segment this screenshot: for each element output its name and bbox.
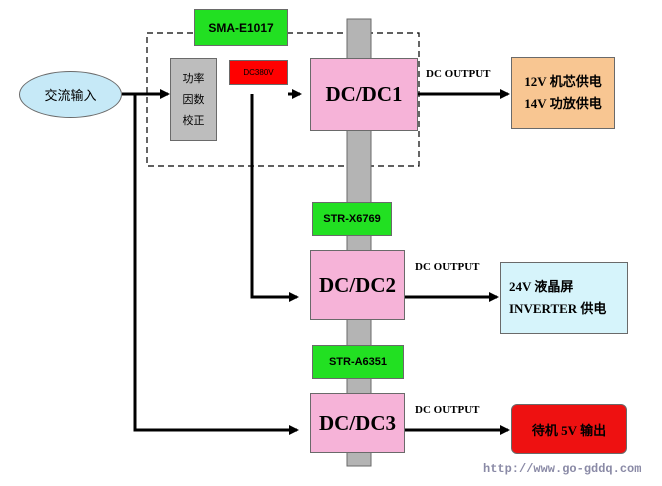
dc-dc3-label: DC/DC3 xyxy=(319,410,396,435)
wire-dc380-dc2 xyxy=(250,94,299,302)
output-standby-label: 待机 5V 输出 xyxy=(531,422,607,438)
output-12v-14v: 12V 机芯供电 14V 功放供电 xyxy=(511,57,615,129)
sma-chip-label: SMA-E1017 xyxy=(194,9,288,46)
output-24v-inverter: 24V 液晶屏 INVERTER 供电 xyxy=(500,262,628,334)
dc-output-label-1: DC OUTPUT xyxy=(426,68,491,80)
pfc-line-2: 因数 xyxy=(182,93,205,106)
output-standby-5v: 待机 5V 输出 xyxy=(511,404,627,454)
sma-chip-text: SMA-E1017 xyxy=(208,20,274,35)
ac-input-label: 交流输入 xyxy=(44,89,97,104)
ac-input-node: 交流输入 xyxy=(19,71,122,118)
str-a6351-label: STR-A6351 xyxy=(328,356,388,368)
output-14v-line: 14V 功放供电 xyxy=(524,96,602,111)
output-24v-line: 24V 液晶屏 xyxy=(509,279,574,294)
dc-dc3-block: DC/DC3 xyxy=(310,393,405,453)
pfc-block: 功率 因数 校正 xyxy=(170,58,217,141)
pfc-line-3: 校正 xyxy=(182,114,205,127)
output-12v-line: 12V 机芯供电 xyxy=(524,74,602,89)
dc-dc1-label: DC/DC1 xyxy=(325,82,403,106)
wire-input-dc3 xyxy=(133,94,299,435)
dc-output-label-2: DC OUTPUT xyxy=(415,261,480,273)
dc380v-label: DC380V xyxy=(243,68,274,77)
str-x6769-label: STR-X6769 xyxy=(323,213,381,225)
dc380v-block: DC380V xyxy=(229,60,288,85)
output-inverter-line: INVERTER 供电 xyxy=(509,301,607,316)
str-x6769-chip: STR-X6769 xyxy=(312,202,392,236)
dc-dc1-block: DC/DC1 xyxy=(310,58,418,131)
watermark-url: http://www.go-gddq.com xyxy=(483,462,642,476)
pfc-line-1: 功率 xyxy=(182,72,205,85)
dc-output-label-3: DC OUTPUT xyxy=(415,404,480,416)
dc-dc2-block: DC/DC2 xyxy=(310,250,405,320)
dc-dc2-label: DC/DC2 xyxy=(319,272,396,297)
str-a6351-chip: STR-A6351 xyxy=(312,345,404,379)
